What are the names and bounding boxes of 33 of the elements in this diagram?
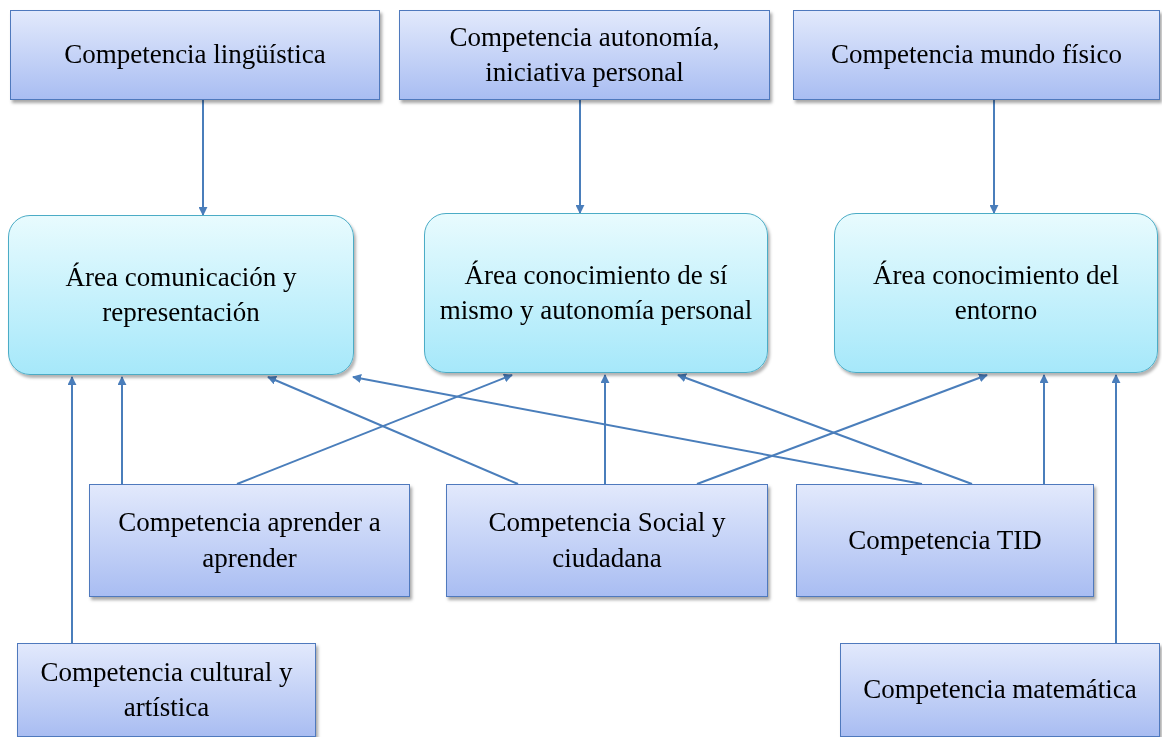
arrow — [1039, 374, 1049, 485]
area-box — [834, 213, 1158, 373]
box-label: Competencia lingüística — [64, 38, 326, 72]
arrow — [236, 373, 513, 485]
box-label: Área conocimiento de sí mismo y autonomía personal — [438, 258, 754, 327]
arrow — [575, 99, 585, 214]
box-label: Competencia Social y ciudadana — [487, 506, 727, 575]
competence-box — [446, 484, 768, 597]
box-label: Competencia matemática — [863, 673, 1137, 707]
arrow — [67, 376, 77, 644]
arrow — [198, 99, 208, 216]
competence-box — [17, 643, 316, 737]
arrow — [117, 376, 127, 485]
box-label: Competencia TID — [848, 523, 1042, 557]
box-label: Competencia aprender a aprender — [117, 506, 382, 575]
arrow — [600, 374, 610, 485]
area-box — [8, 215, 354, 375]
arrow — [352, 374, 923, 485]
box-label: Competencia cultural y artística — [39, 655, 294, 724]
competence-box — [10, 10, 380, 100]
competence-box — [89, 484, 410, 597]
competence-box — [793, 10, 1160, 100]
arrow — [267, 376, 519, 485]
competence-box — [796, 484, 1094, 597]
competence-box — [840, 643, 1160, 737]
arrow — [1111, 374, 1121, 644]
competence-box — [399, 10, 770, 100]
box-label: Competencia autonomía, iniciativa personal — [448, 20, 721, 89]
area-box — [424, 213, 768, 373]
arrow — [989, 99, 999, 214]
box-label: Área conocimiento del entorno — [872, 258, 1120, 327]
box-label: Competencia mundo físico — [831, 38, 1122, 72]
box-label: Área comunicación y representación — [64, 260, 298, 329]
